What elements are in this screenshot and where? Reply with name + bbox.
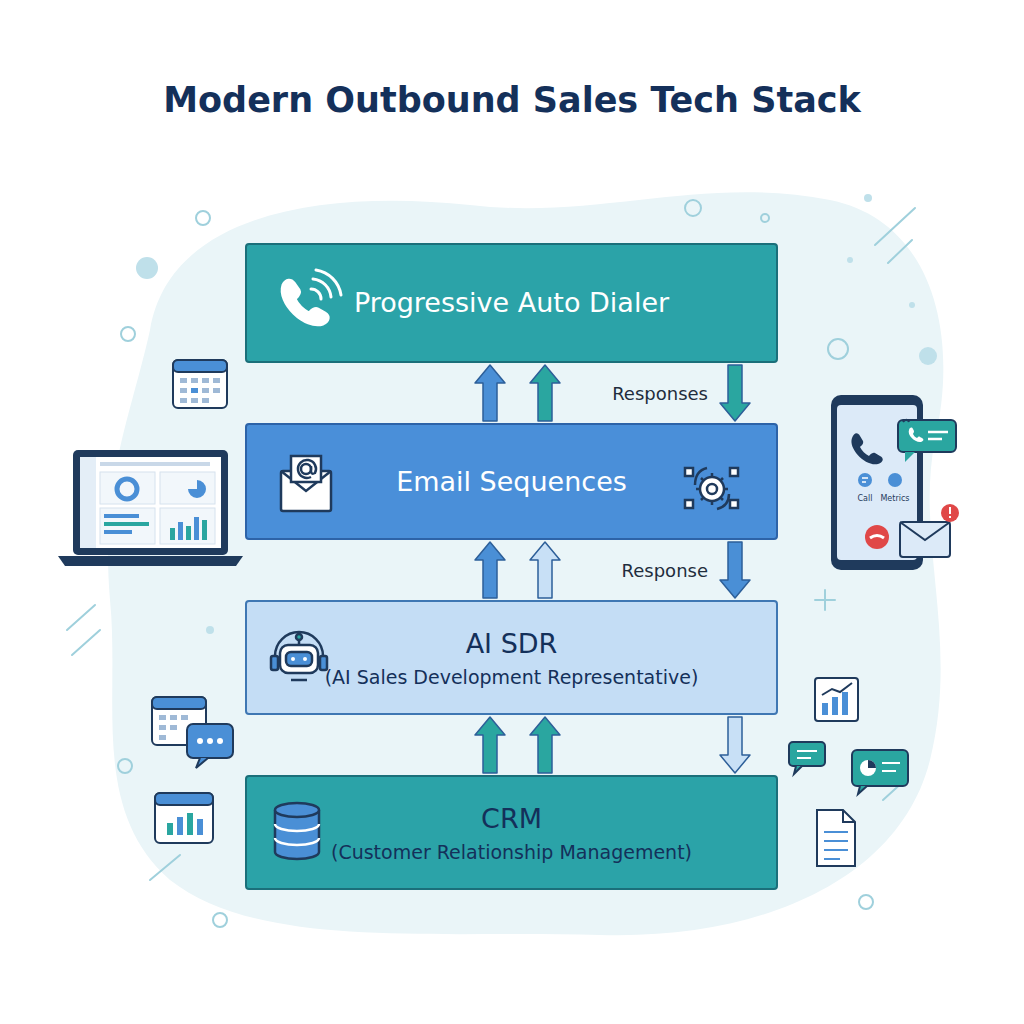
database-icon xyxy=(275,803,319,859)
box-heading: AI SDR xyxy=(466,626,558,661)
flow-arrow xyxy=(720,365,750,421)
diagram-title: Modern Outbound Sales Tech Stack xyxy=(20,80,1004,120)
laptop-illustration xyxy=(58,450,243,566)
phone-illustration xyxy=(831,395,959,570)
flow-arrow xyxy=(530,717,560,773)
edge-label: Responses xyxy=(609,383,711,404)
decor-dots xyxy=(136,194,937,634)
flow-arrow xyxy=(530,365,560,421)
flow-arrow xyxy=(475,542,505,598)
calendar-icons xyxy=(152,360,227,843)
box-subtitle: (Customer Relationship Management) xyxy=(331,840,692,865)
flow-arrow xyxy=(530,542,560,598)
box-subtitle: (AI Sales Development Representative) xyxy=(325,665,699,690)
flow-arrow xyxy=(475,365,505,421)
box-heading: Progressive Auto Dialer xyxy=(354,285,669,320)
flow-arrow xyxy=(720,542,750,598)
box-heading: Email Sequences xyxy=(396,464,627,499)
chart-icon xyxy=(815,678,858,721)
flow-arrow xyxy=(475,717,505,773)
phone-screen-label: Call xyxy=(858,494,873,503)
stack-layer-box: Progressive Auto Dialer xyxy=(245,243,778,363)
stack-layer-box: CRM (Customer Relationship Management) xyxy=(245,775,778,890)
phone-screen-label: Metrics xyxy=(880,494,909,503)
edge-label: Response xyxy=(619,560,711,581)
document-icon xyxy=(817,810,855,866)
box-heading: CRM xyxy=(481,801,542,836)
flow-arrow xyxy=(720,717,750,773)
